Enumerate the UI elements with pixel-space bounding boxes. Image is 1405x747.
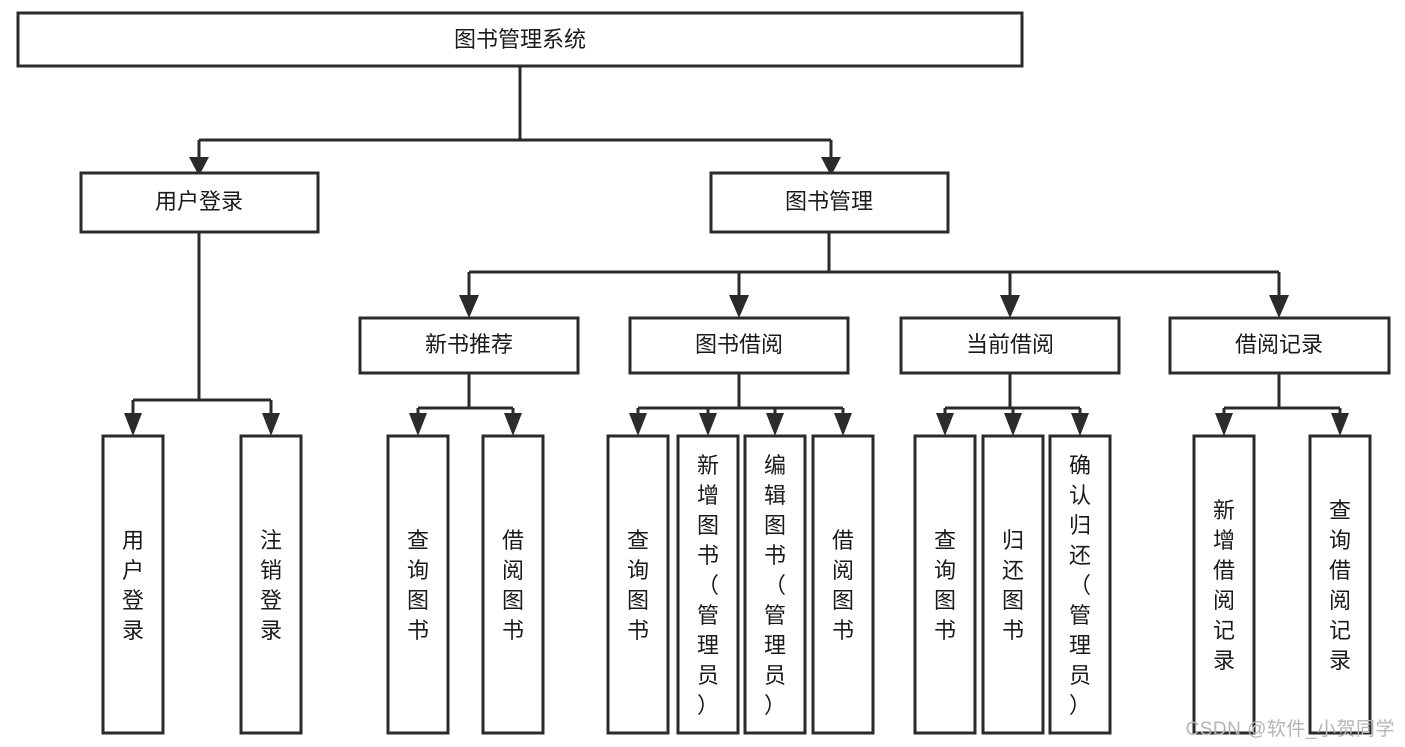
leaf-nodes-layer — [101, 434, 1372, 735]
leaf-borrow-book-2-label: 借阅图书 — [832, 528, 854, 643]
node-root-box[interactable] — [16, 11, 1024, 68]
leaf-add-book-label: 新增图书（管理员） — [697, 453, 719, 718]
node-book-manage[interactable]: 图书管理 — [709, 171, 950, 234]
arrow-to-leaf-user-login — [124, 413, 142, 436]
node-new-book-recommend-box[interactable] — [358, 316, 580, 375]
arrow-to-book-borrow — [729, 295, 749, 318]
connector-layer — [131, 66, 1342, 420]
connector-newbook-to-leaves — [416, 373, 515, 420]
arrow-to-user-login — [189, 157, 209, 176]
leaf-add-record-label: 新增借阅记录 — [1213, 498, 1235, 673]
arrow-to-leaf-add-record — [1215, 413, 1233, 436]
leaf-edit-book-box[interactable] — [743, 434, 807, 735]
arrow-to-leaf-confirm-return — [1071, 413, 1089, 436]
node-user-login[interactable]: 用户登录 — [79, 171, 320, 234]
node-book-borrow-box[interactable] — [628, 316, 850, 375]
leaf-query-book-1-label: 查询图书 — [407, 528, 429, 643]
node-borrow-record-label: 借阅记录 — [1235, 332, 1323, 357]
leaf-labels-layer: 用户登录 注销登录 查询图书 借阅图书 查询图书 新增图书（管理员） 编辑图书（… — [122, 453, 1351, 718]
arrow-to-borrow-record — [1269, 295, 1289, 318]
connector-borrowrecord-to-leaves — [1222, 373, 1342, 420]
connector-userlogin-to-leaves — [131, 232, 273, 420]
arrow-to-leaf-borrow-book-2 — [834, 413, 852, 436]
arrow-to-leaf-edit-book — [766, 413, 784, 436]
arrow-to-new-book-recommend — [459, 295, 479, 318]
leaf-query-record-label: 查询借阅记录 — [1329, 498, 1351, 673]
leaf-confirm-return-box[interactable] — [1048, 434, 1112, 735]
leaf-add-book-box[interactable] — [676, 434, 740, 735]
watermark: CSDN @软件_小贺同学 — [1185, 719, 1395, 740]
node-borrow-record-box[interactable] — [1168, 316, 1391, 375]
arrow-to-leaf-logout — [262, 413, 280, 436]
leaf-query-book-2-label: 查询图书 — [627, 528, 649, 643]
arrow-to-leaf-query-record — [1331, 413, 1349, 436]
leaf-add-record-box[interactable] — [1192, 434, 1256, 735]
node-current-borrow[interactable]: 当前借阅 — [899, 316, 1121, 375]
node-root[interactable]: 图书管理系统 — [16, 11, 1024, 68]
connector-currentborrow-to-leaves — [943, 373, 1082, 420]
node-current-borrow-box[interactable] — [899, 316, 1121, 375]
arrow-to-leaf-query-book-2 — [629, 413, 647, 436]
node-root-label: 图书管理系统 — [454, 27, 586, 52]
leaf-user-login-box[interactable] — [101, 434, 165, 735]
node-new-book-recommend[interactable]: 新书推荐 — [358, 316, 580, 375]
node-book-borrow-label: 图书借阅 — [695, 332, 783, 357]
leaf-query-book-3-label: 查询图书 — [934, 528, 956, 643]
leaf-query-book-3-box[interactable] — [913, 434, 977, 735]
leaf-logout-box[interactable] — [239, 434, 303, 735]
arrow-to-leaf-return-book — [1004, 413, 1022, 436]
arrow-to-current-borrow — [1000, 295, 1020, 318]
leaf-return-book-label: 归还图书 — [1002, 528, 1024, 643]
arrowhead-layer — [124, 157, 1349, 436]
leaf-edit-book-label: 编辑图书（管理员） — [764, 453, 786, 718]
connector-bookborrow-to-leaves — [636, 373, 845, 420]
node-book-borrow[interactable]: 图书借阅 — [628, 316, 850, 375]
leaf-confirm-return-label: 确认归还（管理员） — [1069, 453, 1091, 718]
connector-bookmanage-to-level2 — [467, 232, 1281, 295]
node-current-borrow-label: 当前借阅 — [966, 332, 1054, 357]
leaf-logout-label: 注销登录 — [260, 528, 282, 643]
arrow-to-leaf-borrow-book-1 — [504, 413, 522, 436]
leaf-borrow-book-1-box[interactable] — [481, 434, 545, 735]
node-user-login-label: 用户登录 — [155, 189, 243, 214]
node-user-login-box[interactable] — [79, 171, 320, 234]
node-borrow-record[interactable]: 借阅记录 — [1168, 316, 1391, 375]
leaf-user-login-label: 用户登录 — [122, 528, 144, 643]
node-book-manage-box[interactable] — [709, 171, 950, 234]
connector-root-to-level1 — [197, 66, 833, 157]
leaf-borrow-book-1-label: 借阅图书 — [502, 528, 524, 643]
arrow-to-book-manage — [821, 157, 841, 176]
arrow-to-leaf-query-book-1 — [409, 413, 427, 436]
leaf-return-book-box[interactable] — [981, 434, 1045, 735]
arrow-to-leaf-query-book-3 — [936, 413, 954, 436]
leaf-query-book-1-box[interactable] — [386, 434, 450, 735]
leaf-query-book-2-box[interactable] — [606, 434, 670, 735]
node-book-manage-label: 图书管理 — [785, 189, 873, 214]
arrow-to-leaf-add-book — [699, 413, 717, 436]
node-new-book-recommend-label: 新书推荐 — [425, 332, 513, 357]
leaf-query-record-box[interactable] — [1308, 434, 1372, 735]
leaf-borrow-book-2-box[interactable] — [811, 434, 875, 735]
